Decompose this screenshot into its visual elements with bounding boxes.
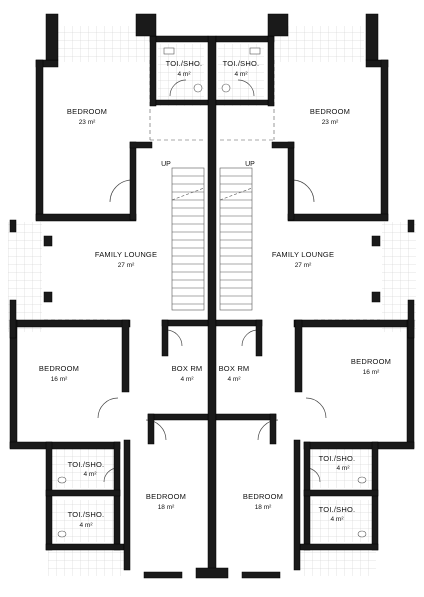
label-bedroom-bottom-right: BEDROOM xyxy=(243,492,283,501)
tile-toilet-top-right xyxy=(218,44,264,106)
staircase xyxy=(171,167,253,311)
label-bedroom-mid-right: BEDROOM xyxy=(351,357,391,366)
area-bedroom-mid-left: 16 m² xyxy=(51,376,68,383)
area-toilet-top-right: 4 m² xyxy=(235,71,249,78)
party-wall xyxy=(207,35,217,577)
walls xyxy=(9,13,415,579)
stair-right-break xyxy=(219,187,253,201)
area-bedroom-bottom-right: 18 m² xyxy=(255,504,272,511)
label-boxroom-left: BOX RM xyxy=(172,364,203,373)
door-swing-top-left-bedroom xyxy=(109,179,133,203)
area-lounge-left: 27 m² xyxy=(118,262,135,269)
label-toilet-top-left: TOI./SHO. xyxy=(166,59,203,68)
label-toilet-mid-left: TOI./SHO. xyxy=(68,460,105,469)
label-lounge-left: FAMILY LOUNGE xyxy=(95,250,157,259)
wc-mid-left xyxy=(57,476,67,484)
terrace-bottom-right xyxy=(300,550,376,576)
stair-left-treads xyxy=(172,175,204,305)
label-toilet-low-left: TOI./SHO. xyxy=(68,510,105,519)
balcony-top-left xyxy=(58,26,150,62)
label-bedroom-top-right: BEDROOM xyxy=(310,107,350,116)
stair-left-flight xyxy=(171,167,205,311)
label-boxroom-right: BOX RM xyxy=(219,364,250,373)
area-toilet-top-left: 4 m² xyxy=(178,71,192,78)
label-bedroom-top-left: BEDROOM xyxy=(67,107,107,116)
wc-low-left xyxy=(57,530,67,538)
wc-top-left xyxy=(193,83,203,93)
area-bedroom-bottom-left: 18 m² xyxy=(158,504,175,511)
room-labels: BEDROOM 23 m² BEDROOM 23 m² TOI./SHO. 4 … xyxy=(39,59,391,529)
door-swing-box-left xyxy=(165,329,183,347)
stair-right-treads xyxy=(220,175,252,305)
area-boxroom-left: 4 m² xyxy=(181,376,195,383)
door-swing-mid-right xyxy=(305,397,327,419)
area-lounge-right: 27 m² xyxy=(295,262,312,269)
tile-toilet-top-left xyxy=(158,44,204,106)
door-swing-toilet-top-left xyxy=(169,79,187,97)
area-toilet-low-left: 4 m² xyxy=(80,522,94,529)
door-swing-mid-left xyxy=(97,397,119,419)
basin-top-left xyxy=(163,47,175,55)
area-toilet-low-right: 4 m² xyxy=(331,516,345,523)
door-swing-box-right xyxy=(241,329,259,347)
stair-up-label-right: UP xyxy=(245,161,255,168)
wc-top-right xyxy=(221,83,231,93)
area-toilet-mid-left: 4 m² xyxy=(84,471,98,478)
terrace-bottom-left xyxy=(48,550,124,576)
door-swing-top-right-bedroom xyxy=(291,179,315,203)
label-toilet-top-right: TOI./SHO. xyxy=(223,59,260,68)
label-toilet-low-right: TOI./SHO. xyxy=(319,505,356,514)
fixtures xyxy=(57,47,367,538)
basin-top-right xyxy=(249,47,261,55)
tiled-areas xyxy=(8,26,416,576)
label-toilet-mid-right: TOI./SHO. xyxy=(319,454,356,463)
stair-up-label-left: UP xyxy=(161,161,171,168)
wc-mid-right xyxy=(357,476,367,484)
area-bedroom-mid-right: 16 m² xyxy=(363,369,380,376)
area-boxroom-right: 4 m² xyxy=(228,376,242,383)
label-bedroom-bottom-left: BEDROOM xyxy=(146,492,186,501)
area-bedroom-top-right: 23 m² xyxy=(322,119,339,126)
area-bedroom-top-left: 23 m² xyxy=(79,119,96,126)
door-swing-toilet-top-right xyxy=(237,79,255,97)
stair-left-break xyxy=(171,187,205,201)
stair-right-flight xyxy=(219,167,253,311)
label-lounge-right: FAMILY LOUNGE xyxy=(272,250,334,259)
label-bedroom-mid-left: BEDROOM xyxy=(39,364,79,373)
area-toilet-mid-right: 4 m² xyxy=(337,465,351,472)
wc-low-right xyxy=(357,530,367,538)
